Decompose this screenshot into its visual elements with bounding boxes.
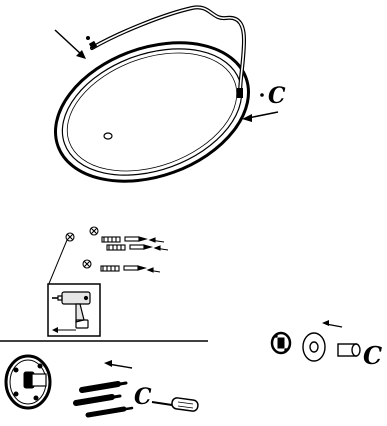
oval-led-mirror-icon (36, 18, 268, 207)
wall-anchor-icon (101, 266, 160, 272)
drill-inset-box (48, 284, 100, 336)
screw-icon (88, 408, 132, 415)
round-wall-bracket-icon (272, 333, 290, 353)
mount-disc (303, 333, 325, 361)
screwdriver-icon (152, 397, 199, 412)
wall-anchor-icon (82, 383, 126, 390)
mount-pin (338, 344, 360, 356)
arrow-icon (104, 360, 132, 368)
mirror-ring-label: C (268, 83, 286, 109)
wall-anchor-icon (107, 245, 168, 250)
mount-label: C (363, 341, 382, 370)
wall-screws-group (66, 227, 168, 272)
arrow-icon (322, 320, 342, 327)
arrow-icon (242, 112, 278, 122)
screw-label: C (134, 384, 152, 410)
wall-anchor-icon (102, 237, 164, 242)
cable-plug (237, 88, 243, 98)
round-wall-bracket-icon (6, 356, 50, 408)
wall-anchor-icon (76, 396, 120, 403)
leader-line (48, 240, 67, 286)
arrow-icon (55, 30, 90, 59)
